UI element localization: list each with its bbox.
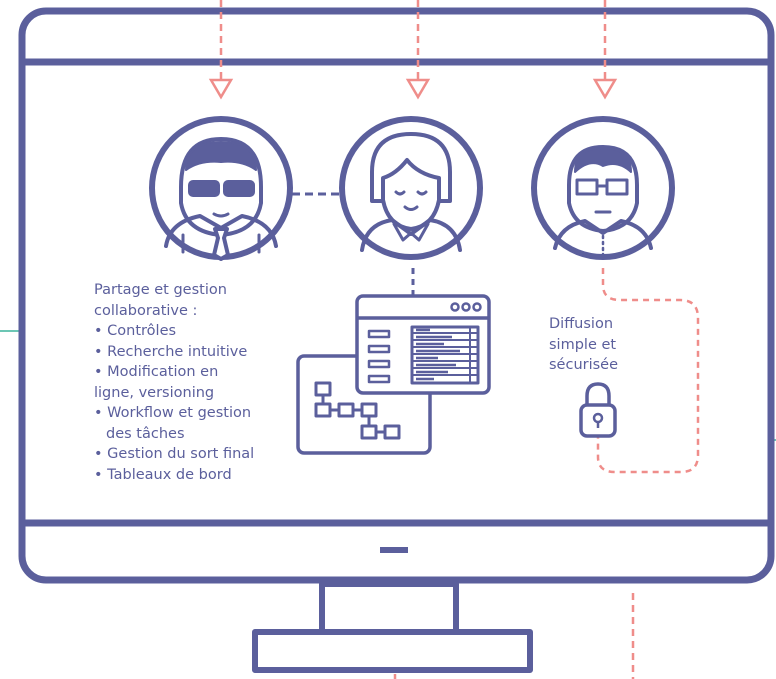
arrow-head-1 [208, 78, 234, 100]
person-glasses-icon [531, 116, 675, 260]
padlock-icon [579, 382, 617, 438]
features-heading-line1: Partage et gestion [94, 282, 227, 298]
window-list-icon [355, 294, 491, 395]
diffusion-line3: sécurisée [549, 357, 619, 373]
feature-item: Contrôles [94, 321, 254, 342]
incoming-arrows [208, 0, 618, 100]
person-sunglasses-icon [149, 116, 293, 261]
feature-item: Modification en [94, 362, 254, 383]
arrow-head-2 [405, 78, 431, 100]
person-woman-icon [339, 116, 483, 260]
feature-item: Gestion du sort final [94, 444, 254, 465]
feature-item: Recherche intuitive [94, 342, 254, 363]
monitor-base [252, 629, 533, 673]
feature-item: Tableaux de bord [94, 465, 254, 486]
features-text: Partage et gestion collaborative : Contr… [94, 280, 254, 485]
diffusion-line1: Diffusion [549, 316, 614, 332]
diffusion-path [596, 268, 700, 474]
arrow-head-3 [592, 78, 618, 100]
diffusion-line2: simple et [549, 336, 617, 353]
feature-item: Workflow et gestion [94, 403, 254, 424]
feature-item-continuation: des tâches [106, 425, 185, 442]
feature-item-continuation: ligne, versioning [94, 384, 215, 401]
diffusion-text: Diffusion simple et sécurisée [549, 314, 618, 376]
features-heading-line2: collaborative : [94, 302, 198, 319]
monitor-neck [319, 581, 459, 635]
